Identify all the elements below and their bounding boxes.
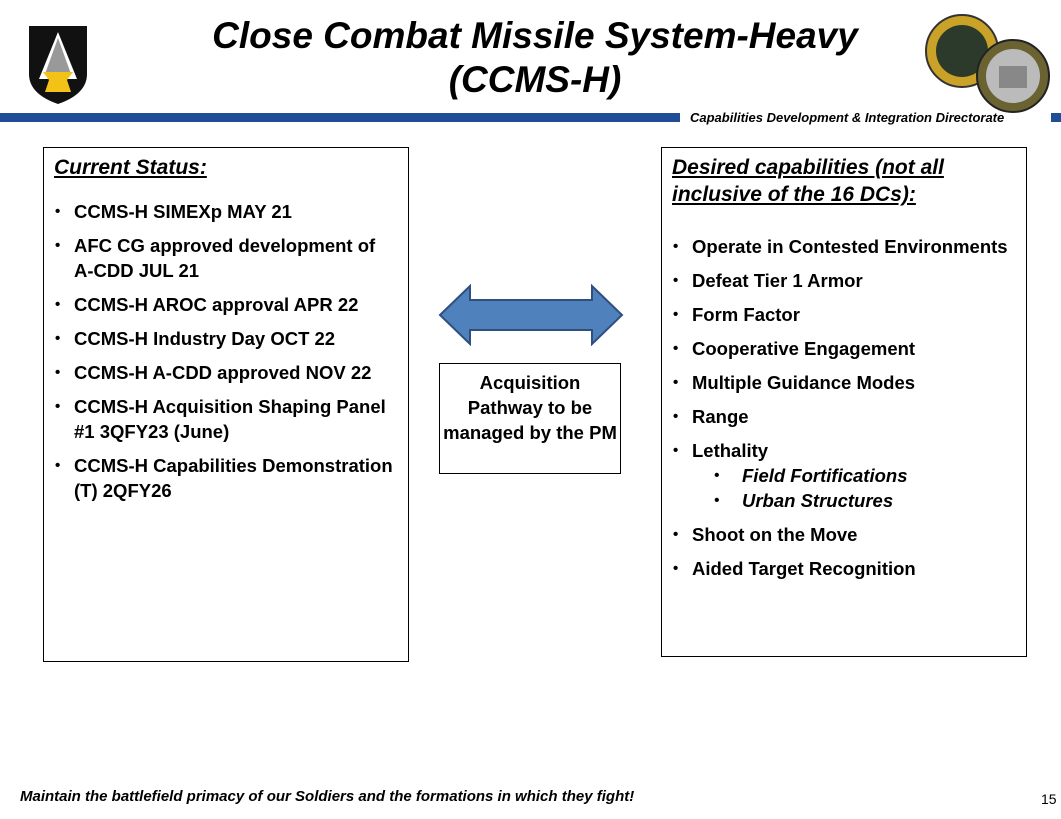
double-arrow-icon [438,283,624,351]
list-item: Multiple Guidance Modes [672,370,1016,395]
current-status-heading: Current Status: [54,156,207,179]
acquisition-pathway-box: Acquisition Pathway to be managed by the… [439,363,621,474]
lethality-label: Lethality [692,440,769,461]
sub-list-item: Urban Structures [692,488,1016,513]
header-rule-end [1051,113,1061,122]
current-status-list: CCMS-H SIMEXp MAY 21 AFC CG approved dev… [54,199,398,503]
slide-title: Close Combat Missile System-Heavy(CCMS-H… [140,14,930,102]
directorate-label: Capabilities Development & Integration D… [690,110,1005,125]
list-item: Form Factor [672,302,1016,327]
list-item: Cooperative Engagement [672,336,1016,361]
header-rule [0,113,680,122]
current-status-box: Current Status: CCMS-H SIMEXp MAY 21 AFC… [43,147,409,662]
list-item: CCMS-H AROC approval APR 22 [54,292,398,317]
footer-motto: Maintain the battlefield primacy of our … [20,788,635,805]
list-item: Operate in Contested Environments [672,234,1016,259]
title-line-1: Close Combat Missile System-Heavy [212,15,858,56]
list-item: Defeat Tier 1 Armor [672,268,1016,293]
page-number: 15 [1041,791,1057,807]
list-item: CCMS-H Acquisition Shaping Panel #1 3QFY… [54,394,398,444]
army-futures-command-logo [27,24,89,111]
desired-capabilities-box: Desired capabilities (not all inclusive … [661,147,1027,657]
desired-capabilities-heading: Desired capabilities (not all inclusive … [672,156,944,206]
list-item: Range [672,404,1016,429]
list-item: CCMS-H Industry Day OCT 22 [54,326,398,351]
list-item: CCMS-H Capabilities Demonstration (T) 2Q… [54,453,398,503]
list-item: CCMS-H SIMEXp MAY 21 [54,199,398,224]
list-item: Aided Target Recognition [672,556,1016,581]
list-item: Shoot on the Move [672,522,1016,547]
sub-list-item: Field Fortifications [692,463,1016,488]
command-seals-logo [925,14,1050,119]
lethality-sublist: Field Fortifications Urban Structures [692,463,1016,513]
list-item: AFC CG approved development of A-CDD JUL… [54,233,398,283]
desired-capabilities-list: Operate in Contested Environments Defeat… [672,234,1016,581]
list-item: CCMS-H A-CDD approved NOV 22 [54,360,398,385]
list-item-lethality: Lethality Field Fortifications Urban Str… [672,438,1016,513]
title-line-2: (CCMS-H) [448,59,622,100]
